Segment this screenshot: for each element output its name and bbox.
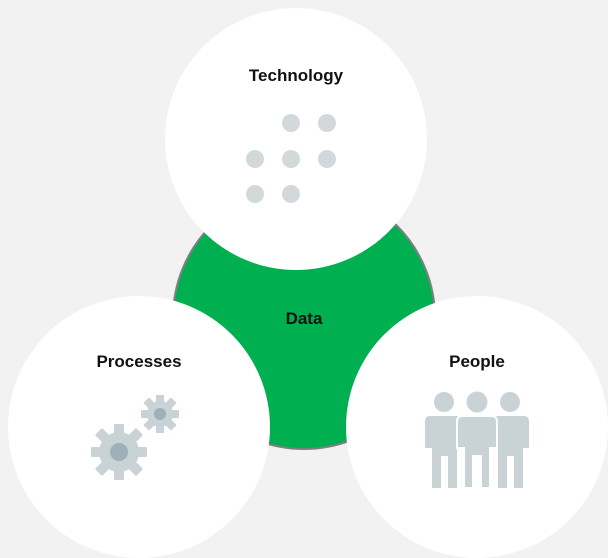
processes-label: Processes	[96, 352, 182, 371]
people-label: People	[449, 352, 505, 371]
people-bubble: People	[346, 296, 608, 558]
processes-bubble: Processes	[8, 296, 270, 558]
technology-bubble: Technology	[165, 8, 427, 270]
gears-icon	[91, 395, 179, 480]
people-group-icon	[425, 391, 529, 489]
data-label: Data	[285, 309, 323, 328]
technology-label: Technology	[248, 66, 344, 85]
